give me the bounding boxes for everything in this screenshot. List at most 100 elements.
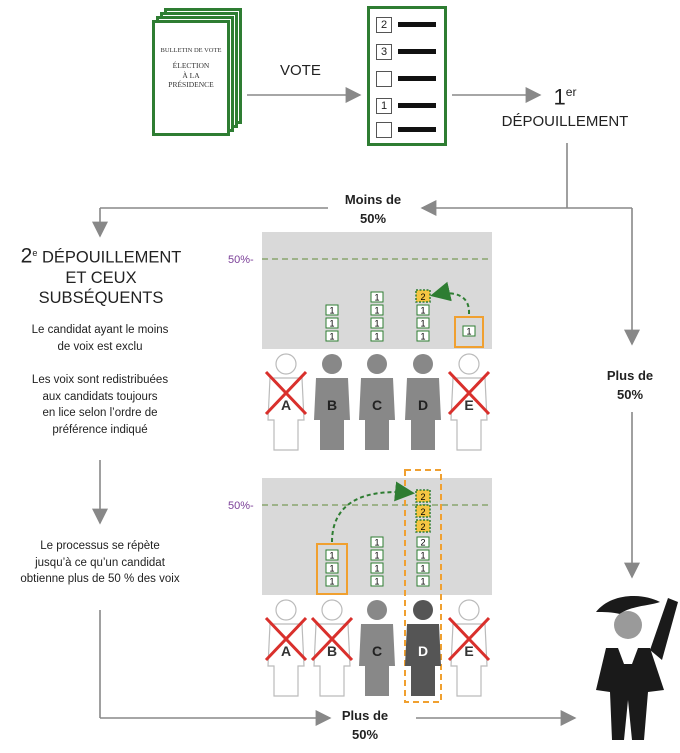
second-count-line2: ET CEUX [65, 268, 137, 287]
round2-figures: A B C D E [264, 599, 491, 697]
candidate-e-figure: E [447, 353, 491, 451]
vote-token: 1 [420, 332, 425, 342]
ballot-line-2: ÉLECTION [172, 61, 210, 71]
ballot-line-1: BULLETIN DE VOTE [160, 47, 222, 54]
vote-token: 1 [420, 564, 425, 574]
vote-stack-d2: 2 2 2 2 1 1 1 [415, 489, 431, 587]
rule-redistribution-line1: Les voix sont redistribuées [31, 374, 169, 386]
first-count-suffix: er [565, 85, 577, 99]
ballot-line-3: À LA [182, 70, 200, 80]
ballot-row: 1 [376, 98, 442, 114]
vote-token: 1 [374, 319, 379, 329]
ballot-box [376, 122, 392, 138]
more-than-50-right-label: Plus de 50% [585, 366, 675, 404]
vote-token: 2 [420, 507, 425, 517]
vote-token: 1 [466, 327, 471, 337]
vote-token: 1 [420, 306, 425, 316]
second-count-heading: 2e DÉPOUILLEMENT ET CEUX SUBSÉQUENTS [2, 243, 200, 308]
vote-token: 1 [420, 577, 425, 587]
more-50-right-line2: 50% [616, 387, 644, 402]
tricorn-hat [596, 596, 660, 614]
candidate-a-figure: A [264, 353, 308, 451]
vote-token: 1 [329, 551, 334, 561]
vote-stack-b2: 1 1 1 [325, 549, 339, 587]
less-50-line1: Moins de [344, 192, 402, 207]
winner-head [614, 611, 642, 639]
vote-token: 2 [420, 522, 425, 532]
candidate-c-letter: C [372, 397, 382, 413]
less-than-50-label: Moins de 50% [318, 190, 428, 228]
ballot-stack: BULLETIN DE VOTE ÉLECTION À LA PRÉSIDENC… [150, 8, 245, 138]
rule-exclusion-line1: Le candidat ayant le moins [31, 324, 169, 336]
more-50-right-line1: Plus de [606, 368, 654, 383]
winner-collar [618, 648, 638, 664]
rule-exclusion: Le candidat ayant le moins de voix est e… [5, 322, 195, 355]
ballot-line-4: PRÉSIDENCE [168, 79, 214, 89]
ballot-row: 3 [376, 44, 442, 60]
candidate-b2-figure: B [310, 599, 354, 697]
candidate-d2-figure: D [405, 600, 441, 696]
vote-token: 1 [374, 551, 379, 561]
rule-repeat-line1: Le processus se répète [40, 540, 160, 552]
candidate-b-letter: B [327, 397, 337, 413]
vote-stack-c: 1 1 1 1 [370, 291, 384, 342]
vote-token: 1 [374, 538, 379, 548]
candidate-a-letter: A [281, 397, 291, 413]
vote-token: 1 [374, 306, 379, 316]
ballot-row: 2 [376, 17, 442, 33]
vote-token: 1 [420, 319, 425, 329]
first-count-label: DÉPOUILLEMENT [501, 113, 629, 131]
vote-stack-b: 1 1 1 [325, 304, 339, 342]
rule-repeat-line3: obtienne plus de 50 % des voix [20, 573, 180, 586]
transfer-arrow-1 [430, 281, 471, 315]
candidate-e-letter: E [464, 397, 473, 413]
vote-token: 1 [374, 564, 379, 574]
winner-highlight-d [404, 469, 442, 703]
rule-repeat: Le processus se répète jusqu’à ce qu’un … [0, 538, 200, 588]
candidate-b2-letter: B [327, 643, 337, 659]
vote-stack-d: 2 1 1 1 [415, 289, 431, 342]
rule-exclusion-line2: de voix est exclu [57, 340, 143, 353]
ballot-box [376, 71, 392, 87]
rule-redistribution-line3: en lice selon l’ordre de [42, 407, 158, 420]
winner-body [596, 648, 664, 740]
ballot-row [376, 71, 442, 87]
vote-token: 1 [329, 332, 334, 342]
candidate-c-figure: C [359, 354, 395, 450]
vote-stack-e: 1 [462, 325, 476, 337]
candidate-c2-figure: C [359, 600, 395, 696]
second-count-word: DÉPOUILLEMENT [41, 248, 182, 267]
candidate-b-figure: B [314, 354, 350, 450]
ballot-row [376, 122, 442, 138]
vote-token: 1 [329, 577, 334, 587]
vote-stack-c2: 1 1 1 1 [370, 536, 384, 587]
candidate-c2-letter: C [372, 643, 382, 659]
vote-token: 1 [374, 293, 379, 303]
vote-token: 2 [420, 492, 425, 502]
round2-threshold-label: 50%- [228, 500, 254, 512]
eliminated-highlight-e [454, 316, 484, 348]
round1-panel [262, 232, 492, 349]
first-count: 1er DÉPOUILLEMENT [490, 80, 640, 131]
round1-votes: 1 1 1 1 1 1 1 2 1 1 1 1 [325, 281, 484, 348]
vote-label: VOTE [280, 62, 321, 79]
more-50-bottom-line1: Plus de [341, 708, 389, 723]
round2-votes: 1 1 1 1 1 1 1 2 2 2 2 1 1 1 [316, 469, 442, 703]
vote-token: 1 [374, 577, 379, 587]
vote-token: 1 [374, 332, 379, 342]
rule-redistribution-line4: préférence indiqué [52, 424, 148, 437]
more-than-50-bottom-label: Plus de 50% [320, 706, 410, 744]
transfer-arrow-2 [331, 481, 415, 543]
ballot-box: 2 [376, 17, 392, 33]
candidate-d2-letter: D [418, 643, 428, 659]
less-50-line2: 50% [359, 211, 387, 226]
rule-repeat-line2: jusqu’à ce qu’un candidat [35, 556, 165, 569]
vote-token: 1 [420, 551, 425, 561]
second-count-line3: SUBSÉQUENTS [38, 288, 164, 307]
vote-token: 1 [329, 306, 334, 316]
round1-threshold-label: 50%- [228, 254, 254, 266]
candidate-d-figure: D [405, 354, 441, 450]
ballot-front: BULLETIN DE VOTE ÉLECTION À LA PRÉSIDENC… [152, 20, 230, 136]
vote-token: 2 [420, 292, 425, 302]
